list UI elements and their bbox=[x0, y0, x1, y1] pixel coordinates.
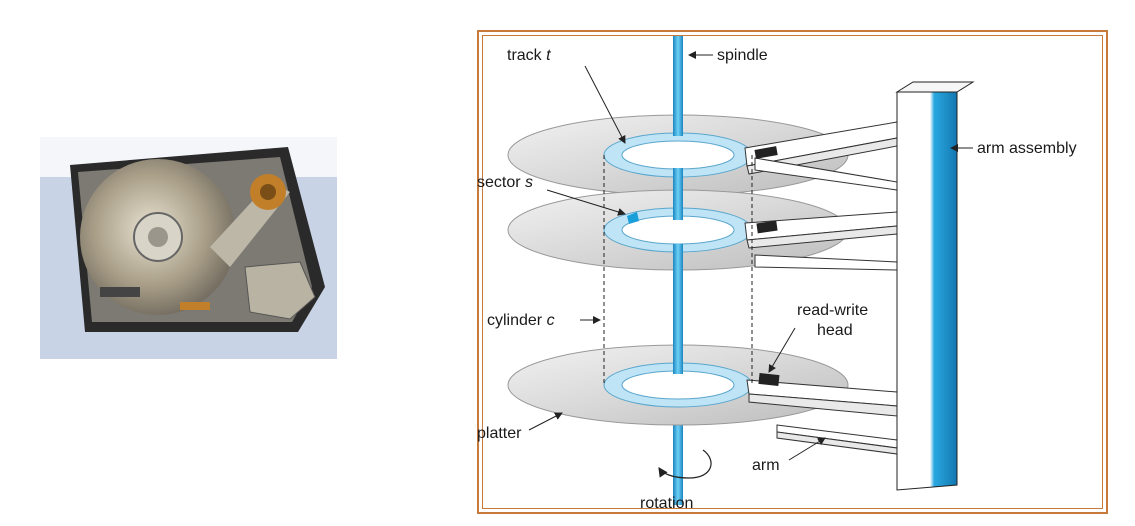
platter-bottom bbox=[507, 344, 849, 426]
label-cylinder: cylinder c bbox=[487, 312, 555, 329]
label-platter: platter bbox=[477, 425, 522, 442]
label-sector: sector s bbox=[477, 174, 533, 191]
rotation-arrow-icon bbox=[658, 449, 712, 479]
spindle-lower bbox=[673, 425, 683, 505]
label-read-write-2: head bbox=[817, 322, 853, 339]
platter-middle bbox=[507, 189, 849, 271]
sector-highlight bbox=[627, 212, 639, 224]
label-track: track t bbox=[507, 47, 551, 64]
arm-assembly-column bbox=[896, 81, 958, 491]
platter-top-arms bbox=[744, 121, 898, 191]
disk-mechanism-diagram: track t spindle sector s arm assembly cy… bbox=[477, 36, 1077, 512]
label-arm: arm bbox=[752, 457, 780, 474]
label-read-write-1: read-write bbox=[797, 302, 868, 319]
diagram-frame bbox=[477, 30, 1108, 514]
label-arm-assembly: arm assembly bbox=[977, 140, 1077, 157]
spindle bbox=[673, 36, 683, 136]
hard-disk-photo bbox=[40, 137, 337, 359]
label-spindle: spindle bbox=[717, 47, 768, 64]
label-rotation: rotation bbox=[640, 495, 693, 512]
platter-bottom-arms bbox=[746, 372, 898, 455]
